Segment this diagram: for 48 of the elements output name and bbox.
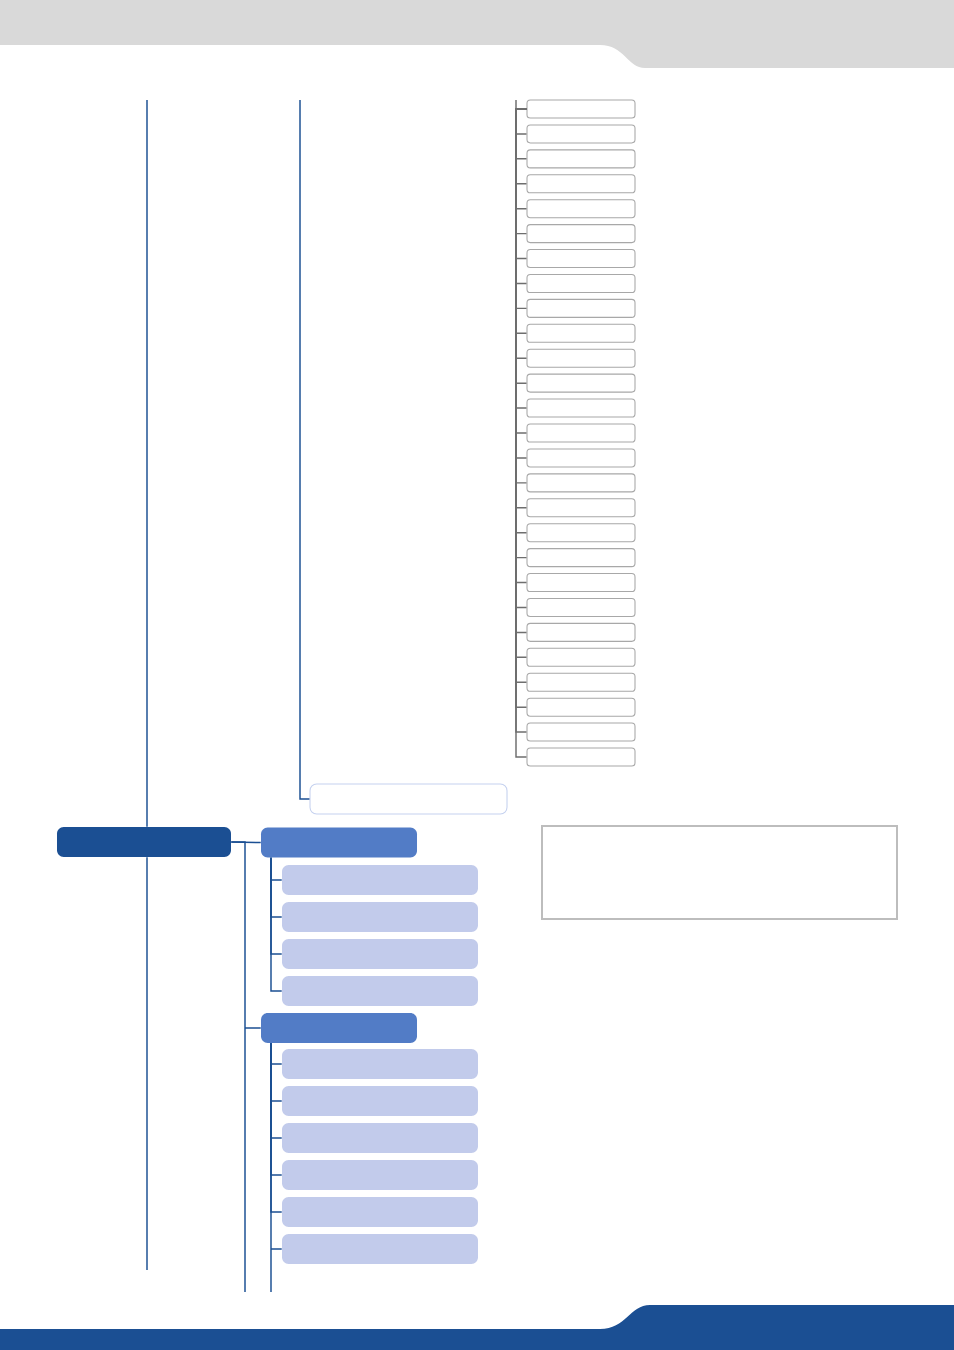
outline-box — [526, 597, 636, 617]
outline-box — [526, 523, 636, 543]
outline-box — [526, 697, 636, 717]
connector-line — [146, 856, 148, 1271]
group-box — [261, 827, 417, 858]
outline-box — [526, 622, 636, 642]
group-box — [261, 1013, 417, 1043]
item-box — [282, 865, 478, 895]
outline-box — [526, 323, 636, 343]
outline-box — [526, 548, 636, 568]
root-box — [57, 827, 231, 857]
frame-box — [541, 825, 898, 920]
connector-line — [270, 857, 283, 992]
outline-box — [526, 398, 636, 418]
outline-box — [526, 124, 636, 144]
item-box — [282, 902, 478, 932]
item-box — [282, 1086, 478, 1116]
outline-box — [526, 747, 636, 767]
connector-line — [299, 99, 311, 800]
outline-box — [526, 199, 636, 219]
outline-box — [526, 573, 636, 593]
outline-box — [526, 273, 636, 293]
outline-box — [526, 473, 636, 493]
item-box — [282, 1123, 478, 1153]
outline-box — [526, 249, 636, 269]
outline-box — [526, 149, 636, 169]
outline-box — [309, 783, 508, 815]
outline-box — [526, 722, 636, 742]
connector-line — [270, 1042, 283, 1293]
connector-line — [146, 99, 148, 828]
item-box — [282, 1049, 478, 1079]
item-box — [282, 976, 478, 1006]
connector-line — [230, 841, 262, 1293]
outline-box — [526, 298, 636, 318]
outline-box — [526, 348, 636, 368]
outline-box — [526, 498, 636, 518]
item-box — [282, 1234, 478, 1264]
outline-box — [526, 174, 636, 194]
item-box — [282, 1197, 478, 1227]
outline-box — [526, 99, 636, 119]
outline-box — [526, 224, 636, 244]
outline-box — [526, 423, 636, 443]
item-box — [282, 1160, 478, 1190]
outline-box — [526, 448, 636, 468]
outline-box — [526, 647, 636, 667]
outline-box — [526, 672, 636, 692]
outline-box — [526, 373, 636, 393]
item-box — [282, 939, 478, 969]
